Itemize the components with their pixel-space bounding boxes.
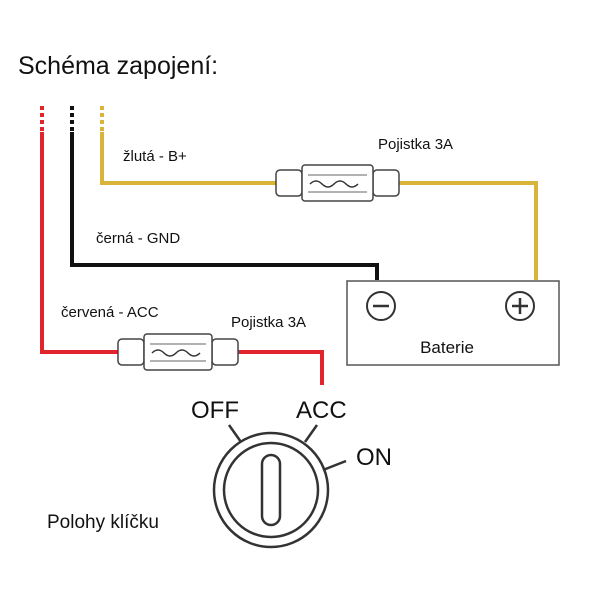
fuse-top-label: Pojistka 3A bbox=[378, 136, 453, 153]
black-wire-label: černá - GND bbox=[96, 230, 180, 247]
switch-on-label: ON bbox=[356, 444, 392, 471]
switch-off-label: OFF bbox=[191, 397, 239, 424]
diagram-title: Schéma zapojení: bbox=[18, 52, 218, 80]
switch-acc-label: ACC bbox=[296, 397, 347, 424]
red-wire bbox=[40, 132, 118, 354]
battery bbox=[346, 280, 560, 366]
fuse-top bbox=[275, 164, 400, 202]
yellow-wire bbox=[100, 132, 276, 185]
red-wire-label: červená - ACC bbox=[61, 304, 159, 321]
black-wire bbox=[70, 132, 379, 280]
switch-caption: Polohy klíčku bbox=[47, 512, 159, 533]
red-wire-to-switch bbox=[238, 350, 324, 385]
battery-label: Baterie bbox=[420, 338, 474, 357]
wire-tips bbox=[40, 106, 104, 132]
ignition-switch bbox=[212, 424, 347, 549]
yellow-wire-label: žlutá - B+ bbox=[123, 148, 187, 165]
fuse-bottom bbox=[117, 333, 239, 371]
on-position-marker bbox=[322, 459, 347, 472]
yellow-wire-to-battery bbox=[399, 181, 538, 280]
acc-position-marker bbox=[303, 424, 319, 443]
off-position-marker bbox=[227, 424, 243, 443]
key-slot bbox=[260, 453, 282, 527]
fuse-bottom-label: Pojistka 3A bbox=[231, 314, 306, 331]
